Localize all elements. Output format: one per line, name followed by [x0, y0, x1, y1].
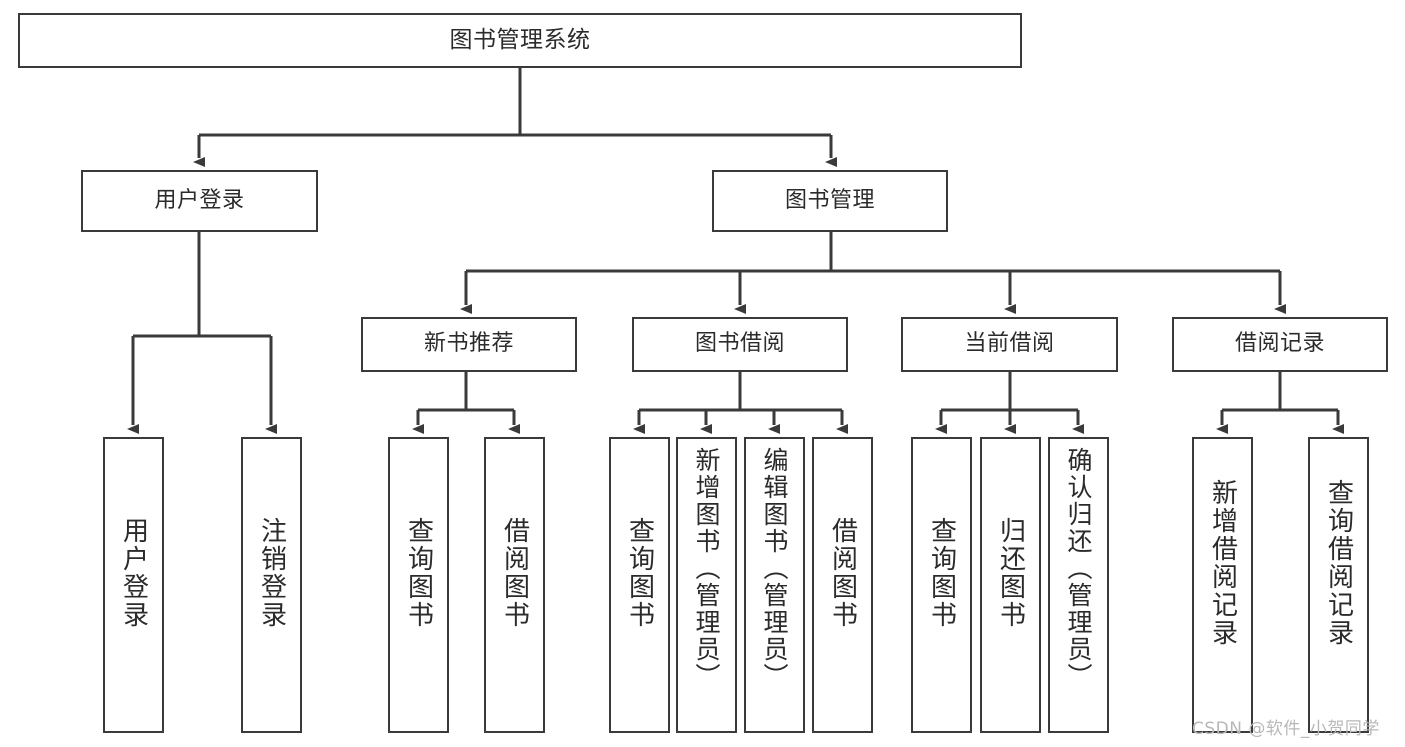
- leaf-borrow-book[interactable]: 借阅图书: [812, 437, 873, 733]
- node-label: 查询图书: [403, 517, 434, 629]
- node-borrow-record[interactable]: 借阅记录: [1172, 317, 1388, 372]
- node-new-book-recommend[interactable]: 新书推荐: [361, 317, 577, 372]
- node-label: 归还图书: [995, 517, 1026, 629]
- leaf-borrow-book-rec[interactable]: 借阅图书: [484, 437, 545, 733]
- node-label: 用户登录: [154, 187, 245, 213]
- leaf-query-book-current[interactable]: 查询图书: [911, 437, 972, 733]
- node-label: 确认归还（管理员）: [1064, 447, 1093, 690]
- node-label: 查询借阅记录: [1323, 479, 1354, 647]
- node-label: 用户登录: [118, 517, 149, 629]
- leaf-confirm-return-admin[interactable]: 确认归还（管理员）: [1048, 437, 1109, 733]
- leaf-query-borrow-record[interactable]: 查询借阅记录: [1308, 437, 1369, 733]
- node-label: 新书推荐: [423, 331, 514, 357]
- leaf-edit-book-admin[interactable]: 编辑图书（管理员）: [744, 437, 805, 733]
- node-book-management[interactable]: 图书管理: [712, 170, 948, 232]
- node-label: 新增图书（管理员）: [692, 447, 721, 690]
- node-label: 图书借阅: [694, 331, 785, 357]
- leaf-query-book-rec[interactable]: 查询图书: [388, 437, 449, 733]
- leaf-query-book-borrow[interactable]: 查询图书: [609, 437, 670, 733]
- node-label: 查询图书: [624, 517, 655, 629]
- node-label: 当前借阅: [964, 331, 1055, 357]
- node-current-borrow[interactable]: 当前借阅: [901, 317, 1118, 372]
- node-label: 借阅图书: [499, 517, 530, 629]
- node-root-book-management-system[interactable]: 图书管理系统: [18, 13, 1022, 68]
- node-label: 注销登录: [256, 517, 287, 629]
- leaf-user-login[interactable]: 用户登录: [103, 437, 164, 733]
- leaf-return-book[interactable]: 归还图书: [980, 437, 1041, 733]
- leaf-add-borrow-record[interactable]: 新增借阅记录: [1192, 437, 1253, 733]
- csdn-watermark: CSDN @软件_小贺同学: [1192, 719, 1380, 739]
- node-label: 新增借阅记录: [1207, 479, 1238, 647]
- leaf-logout[interactable]: 注销登录: [241, 437, 302, 733]
- node-label: 图书管理系统: [449, 27, 591, 54]
- node-label: 借阅图书: [827, 517, 858, 629]
- leaf-add-book-admin[interactable]: 新增图书（管理员）: [676, 437, 737, 733]
- node-book-borrow[interactable]: 图书借阅: [632, 317, 848, 372]
- node-label: 图书管理: [784, 187, 875, 213]
- node-user-login[interactable]: 用户登录: [81, 170, 318, 232]
- node-label: 编辑图书（管理员）: [760, 447, 789, 690]
- node-label: 查询图书: [926, 517, 957, 629]
- node-label: 借阅记录: [1234, 331, 1325, 357]
